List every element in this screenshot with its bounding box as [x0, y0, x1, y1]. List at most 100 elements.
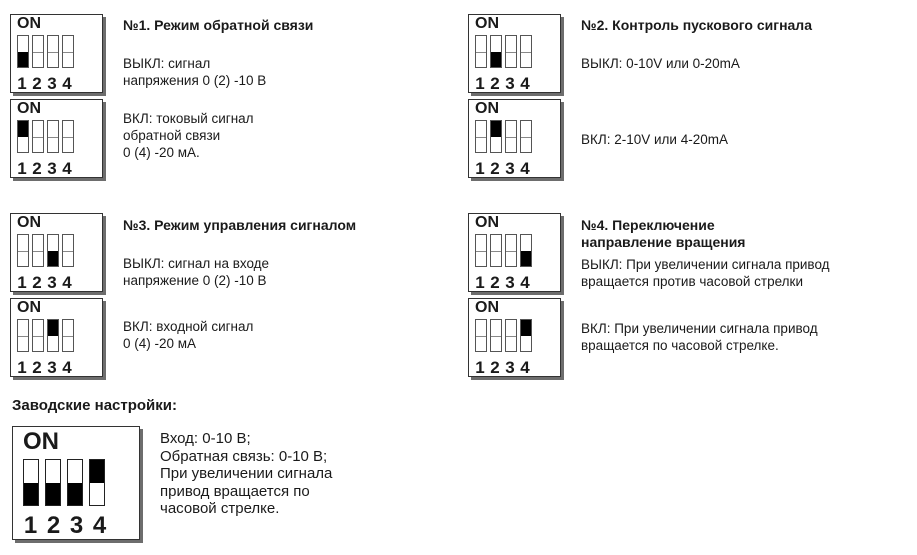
slot-divider: [476, 250, 486, 252]
switch-number-1: 1: [475, 159, 485, 178]
section-4-off-text: ВЫКЛ: При увеличении сигнала привод вращ…: [581, 257, 830, 289]
section-2-title: №2. Контроль пускового сигнала: [581, 17, 812, 33]
switch-slots: [17, 234, 74, 267]
switch-slot-1: [475, 234, 487, 267]
slot-divider: [506, 136, 516, 138]
slot-divider: [48, 136, 58, 138]
switch-slot-3: [47, 120, 59, 153]
switch-number-2: 2: [32, 273, 42, 292]
switch-number-2: 2: [46, 512, 61, 539]
slot-divider: [476, 136, 486, 138]
switch-number-3: 3: [505, 273, 515, 292]
slot-divider: [33, 51, 43, 53]
slot-divider: [63, 335, 73, 337]
switch-number-4: 4: [62, 358, 72, 377]
switch-number-1: 1: [17, 273, 27, 292]
section-1-title: №1. Режим обратной связи: [123, 17, 314, 33]
switch-slot-1: [17, 234, 29, 267]
switch-lever: [18, 51, 28, 67]
slot-divider: [63, 136, 73, 138]
slot-divider: [63, 250, 73, 252]
on-label: ON: [17, 299, 41, 316]
switch-slot-4: [520, 234, 532, 267]
switch-lever: [491, 51, 501, 67]
switch-slot-1: [17, 319, 29, 352]
switch-slot-4: [62, 319, 74, 352]
switch-slot-3: [505, 120, 517, 153]
section-3-title: №3. Режим управления сигналом: [123, 217, 357, 233]
switch-slot-2: [45, 459, 61, 506]
switch-number-2: 2: [490, 358, 500, 377]
factory-settings-text: Вход: 0-10 В; Обратная связь: 0-10 В; Пр…: [160, 430, 333, 517]
section-1-off-text: ВЫКЛ: сигнал напряжения 0 (2) -10 В: [123, 56, 267, 88]
switch-slots: [17, 35, 74, 68]
switch-lever: [48, 250, 58, 266]
switch-number-4: 4: [520, 74, 530, 93]
slot-divider: [506, 250, 516, 252]
slot-divider: [33, 250, 43, 252]
switch-number-1: 1: [475, 358, 485, 377]
switch-number-1: 1: [475, 273, 485, 292]
switch-slot-2: [490, 35, 502, 68]
switch-number-4: 4: [62, 74, 72, 93]
slot-divider: [48, 51, 58, 53]
on-label: ON: [17, 214, 41, 231]
section-4-on-text: ВКЛ: При увеличении сигнала привод враща…: [581, 321, 818, 353]
section-2-off-text: ВЫКЛ: 0-10V или 0-20mA: [581, 56, 740, 71]
switch-slot-2: [490, 319, 502, 352]
switch-slot-2: [32, 234, 44, 267]
switch-slot-4: [62, 234, 74, 267]
switch-slots: [475, 35, 532, 68]
switch-number-3: 3: [505, 358, 515, 377]
switch-slot-4: [520, 319, 532, 352]
switch-slot-3: [47, 35, 59, 68]
slot-divider: [491, 335, 501, 337]
on-label: ON: [475, 299, 499, 316]
switch-slot-2: [32, 35, 44, 68]
switch-number-4: 4: [520, 273, 530, 292]
switch-number-1: 1: [475, 74, 485, 93]
switch-lever: [491, 121, 501, 137]
on-label: ON: [23, 428, 59, 455]
factory-settings-title: Заводские настройки:: [12, 397, 177, 414]
switch-slots: [17, 319, 74, 352]
slot-divider: [506, 335, 516, 337]
switch-slots: [475, 234, 532, 267]
section-2-on-text: ВКЛ: 2-10V или 4-20mA: [581, 132, 728, 147]
switch-number-2: 2: [490, 273, 500, 292]
switch-number-2: 2: [32, 74, 42, 93]
switch-number-1: 1: [17, 74, 27, 93]
section-3-off-text: ВЫКЛ: сигнал на входе напряжение 0 (2) -…: [123, 256, 270, 288]
switch-lever: [68, 482, 82, 505]
switch-number-4: 4: [520, 358, 530, 377]
switch-slot-2: [490, 234, 502, 267]
switch-slot-4: [520, 35, 532, 68]
on-label: ON: [475, 15, 499, 32]
switch-slot-1: [475, 35, 487, 68]
switch-number-3: 3: [47, 74, 57, 93]
switch-slot-1: [475, 120, 487, 153]
switch-slot-3: [505, 35, 517, 68]
switch-number-4: 4: [92, 512, 107, 539]
switch-lever: [521, 320, 531, 336]
slot-divider: [33, 136, 43, 138]
switch-lever: [24, 482, 38, 505]
slot-divider: [521, 51, 531, 53]
switch-slot-1: [17, 35, 29, 68]
switch-number-1: 1: [17, 159, 27, 178]
switch-number-3: 3: [505, 74, 515, 93]
slot-divider: [491, 250, 501, 252]
slot-divider: [506, 51, 516, 53]
